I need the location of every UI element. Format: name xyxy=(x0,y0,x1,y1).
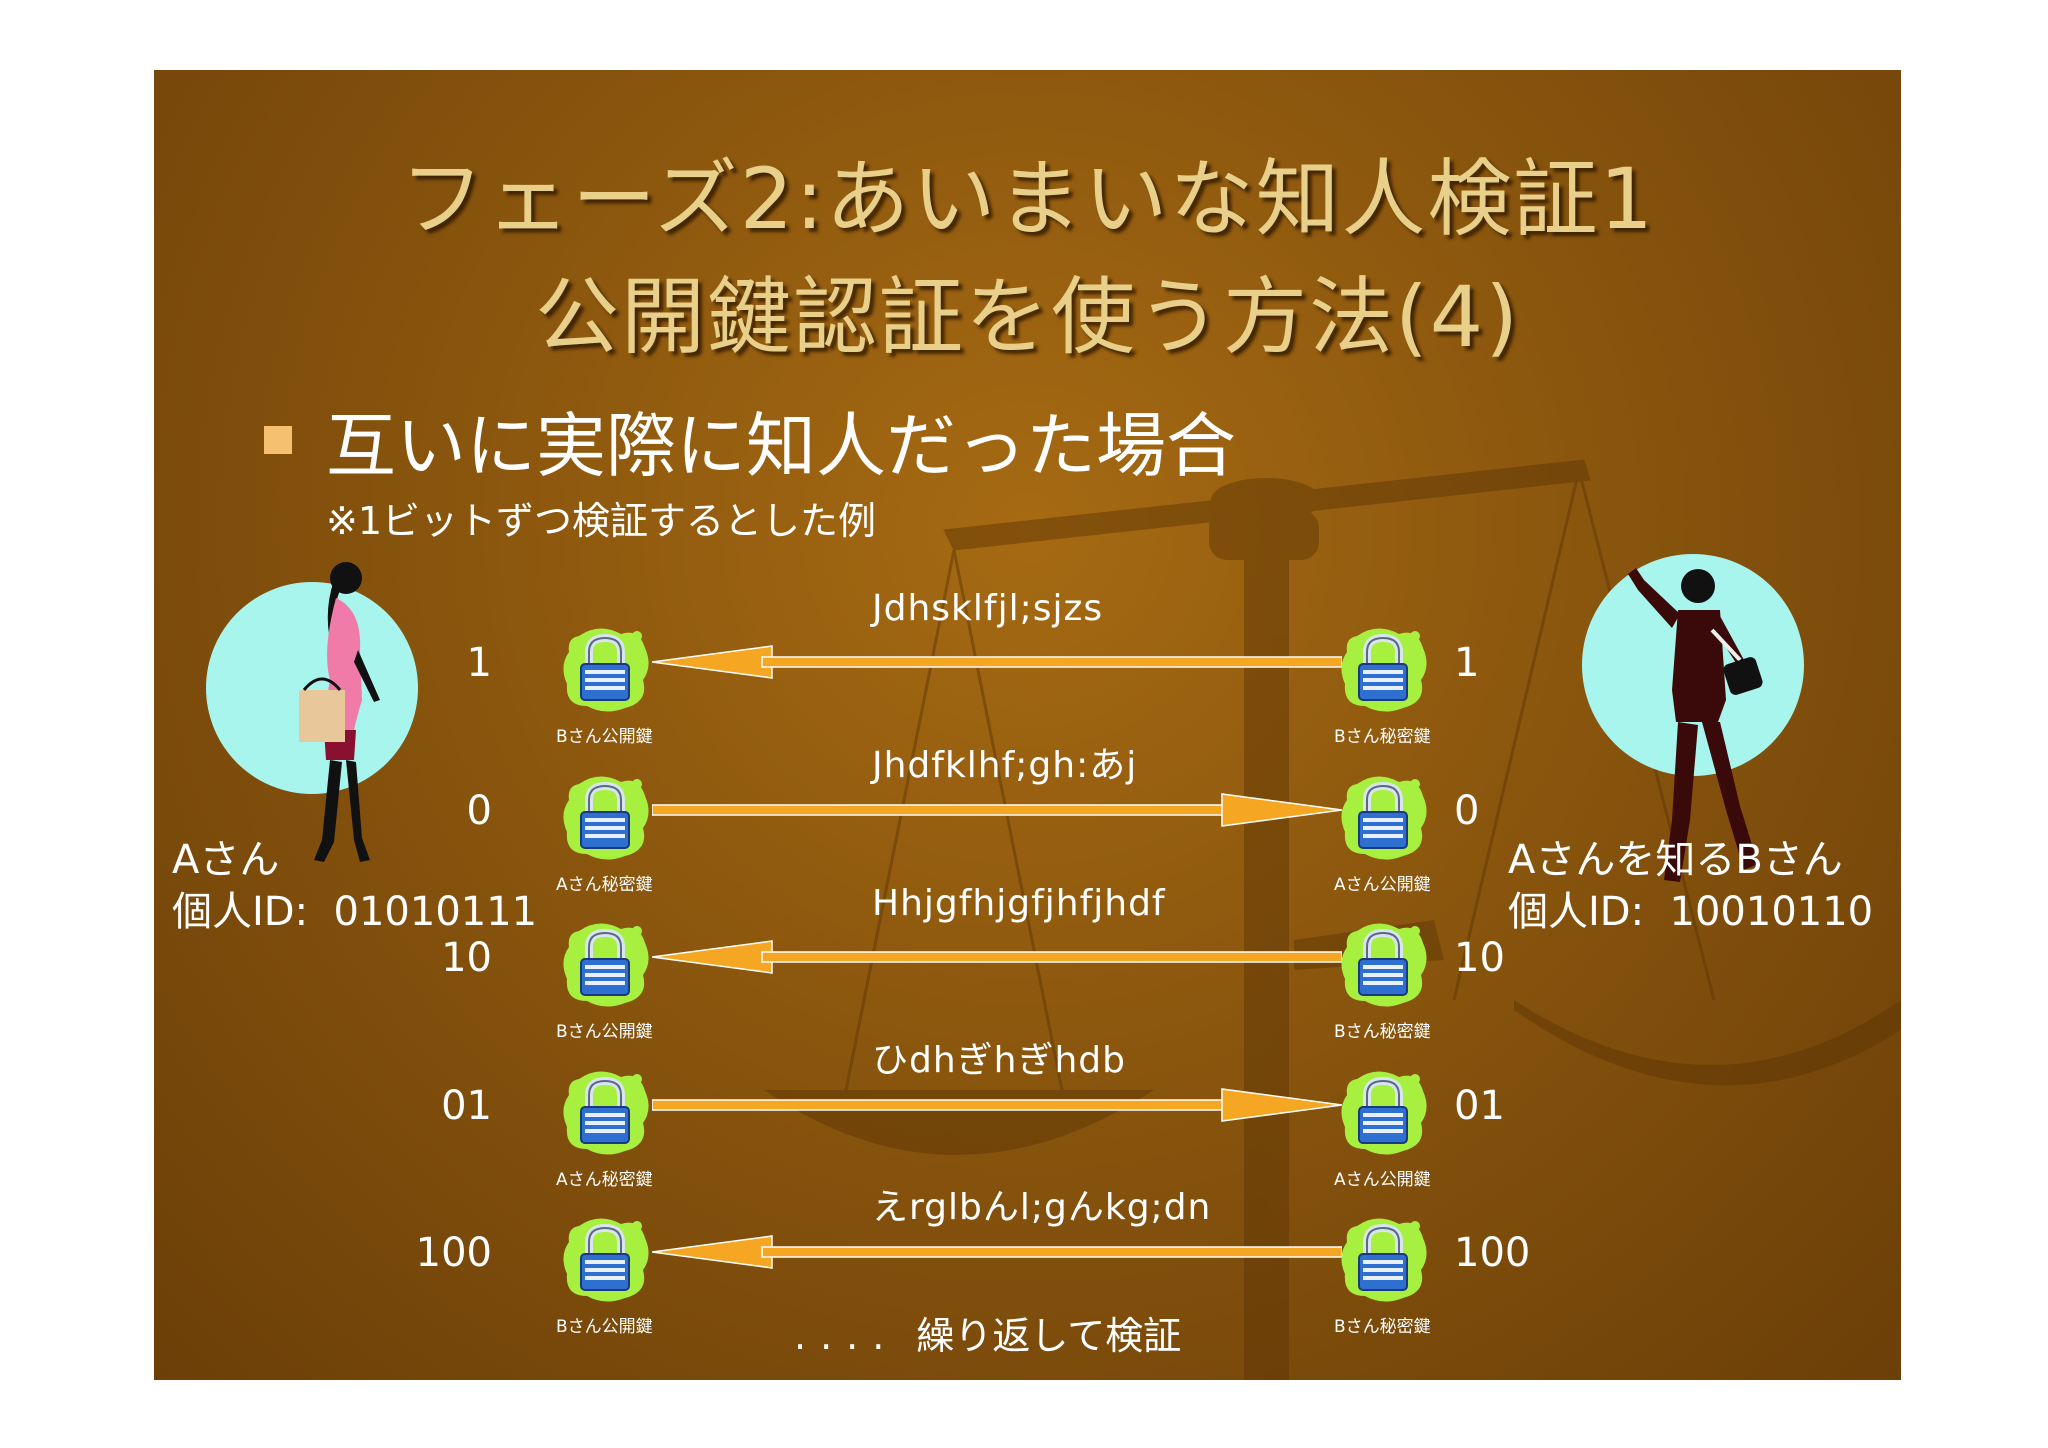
person-a-label: Aさん 個人ID: 01010111 xyxy=(172,834,537,938)
left-key-label: Aさん秘密鍵 xyxy=(556,1170,653,1190)
repeat-footer: .... 繰り返して検証 xyxy=(794,1305,1181,1360)
cipher-text: ひdhぎhぎhdb xyxy=(872,1040,1127,1081)
right-key-label: Aさん公開鍵 xyxy=(1334,1170,1431,1190)
person-a-id: 個人ID: 01010111 xyxy=(172,889,538,935)
arrow-left-icon xyxy=(651,937,1343,977)
left-bit-value: 1 xyxy=(466,640,492,686)
padlock-icon xyxy=(1337,622,1429,714)
man-silhouette-icon xyxy=(1628,568,1763,882)
cipher-text: Jdhsklfjl;sjzs xyxy=(872,588,1104,629)
bullet-square-icon xyxy=(264,426,292,454)
arrow-right-icon xyxy=(651,1085,1343,1125)
right-key-label: Bさん秘密鍵 xyxy=(1334,1317,1431,1337)
padlock-icon xyxy=(559,622,651,714)
slide: フェーズ2:あいまいな知人検証1 公開鍵認証を使う方法(4) 互いに実際に知人だ… xyxy=(154,70,1901,1380)
padlock-icon xyxy=(1337,1065,1429,1157)
right-bit-value: 10 xyxy=(1454,935,1505,981)
right-key-label: Bさん秘密鍵 xyxy=(1334,727,1431,747)
left-key-label: Bさん公開鍵 xyxy=(556,1022,653,1042)
arrow-right-icon xyxy=(651,790,1343,830)
example-note: ※1ビットずつ検証するとした例 xyxy=(326,499,877,543)
left-key-label: Aさん秘密鍵 xyxy=(556,875,653,895)
left-bit-value: 100 xyxy=(415,1230,492,1276)
person-a-name: Aさん xyxy=(172,837,280,883)
padlock-icon xyxy=(559,917,651,1009)
person-b-name: Aさんを知るBさん xyxy=(1508,837,1843,883)
left-key-label: Bさん公開鍵 xyxy=(556,727,653,747)
arrow-left-icon xyxy=(651,1232,1343,1272)
person-b-label: Aさんを知るBさん 個人ID: 10010110 xyxy=(1508,834,1873,938)
left-bit-value: 0 xyxy=(466,788,492,834)
right-bit-value: 100 xyxy=(1454,1230,1531,1276)
right-key-label: Aさん公開鍵 xyxy=(1334,875,1431,895)
footer-text: 繰り返して検証 xyxy=(916,1314,1182,1358)
arrow-left-icon xyxy=(651,642,1343,682)
person-a-circle xyxy=(206,582,418,794)
person-b-id: 個人ID: 10010110 xyxy=(1508,889,1874,935)
cipher-text: Jhdfklhf;gh:あj xyxy=(872,745,1138,786)
padlock-icon xyxy=(1337,917,1429,1009)
padlock-icon xyxy=(559,1065,651,1157)
padlock-icon xyxy=(1337,1212,1429,1304)
padlock-icon xyxy=(559,770,651,862)
footer-dots: .... xyxy=(794,1314,899,1358)
slide-title-line-1: フェーズ2:あいまいな知人検証1 xyxy=(400,150,1655,248)
right-bit-value: 01 xyxy=(1454,1083,1505,1129)
left-key-label: Bさん公開鍵 xyxy=(556,1317,653,1337)
padlock-icon xyxy=(559,1212,651,1304)
cipher-text: Hhjgfhjgfjhfjhdf xyxy=(872,883,1166,924)
left-bit-value: 10 xyxy=(441,935,492,981)
slide-title-line-2: 公開鍵認証を使う方法(4) xyxy=(535,268,1520,366)
woman-silhouette-icon xyxy=(299,562,380,862)
right-key-label: Bさん秘密鍵 xyxy=(1334,1022,1431,1042)
bullet-text: 互いに実際に知人だった場合 xyxy=(326,405,1236,487)
left-bit-value: 01 xyxy=(441,1083,492,1129)
right-bit-value: 1 xyxy=(1454,640,1480,686)
padlock-icon xyxy=(1337,770,1429,862)
cipher-text: えrglbんl;gんkg;dn xyxy=(872,1187,1212,1228)
right-bit-value: 0 xyxy=(1454,788,1480,834)
